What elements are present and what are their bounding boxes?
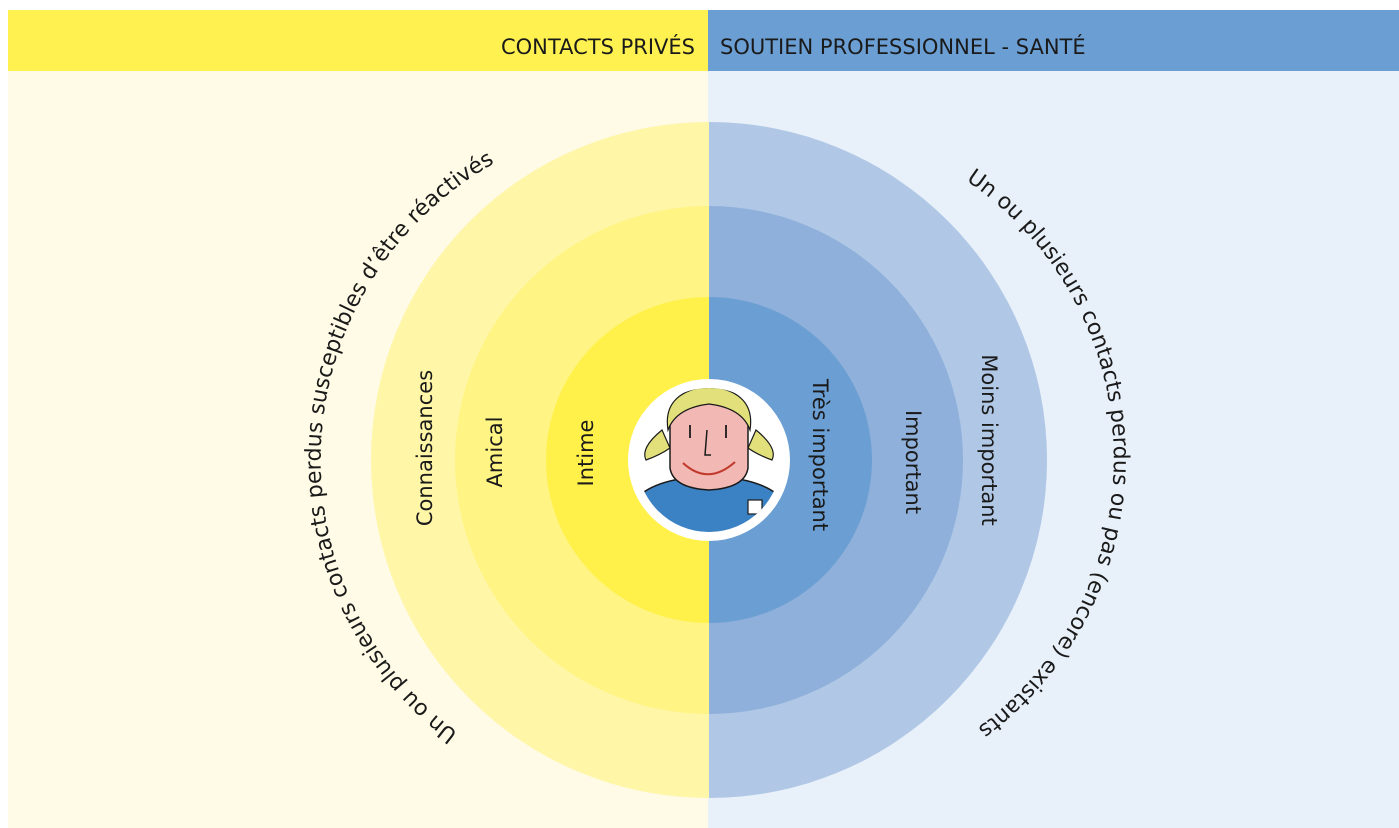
left-ring-inner — [546, 297, 709, 623]
header-left-bar — [8, 10, 708, 71]
header-left-title: CONTACTS PRIVÉS — [501, 34, 695, 59]
person-face-icon — [628, 379, 790, 541]
header-right-bar — [708, 10, 1399, 71]
right-ring-label-inner: Très important — [808, 378, 832, 531]
left-ring-label-middle: Amical — [483, 417, 507, 488]
right-ring-inner — [709, 297, 872, 623]
right-ring-label-outer: Moins important — [977, 354, 1001, 525]
left-ring-label-outer: Connaissances — [413, 370, 437, 526]
left-ring-label-inner: Intime — [574, 420, 598, 487]
header-right-title: SOUTIEN PROFESSIONNEL - SANTÉ — [720, 34, 1086, 59]
right-ring-label-middle: Important — [901, 410, 925, 514]
